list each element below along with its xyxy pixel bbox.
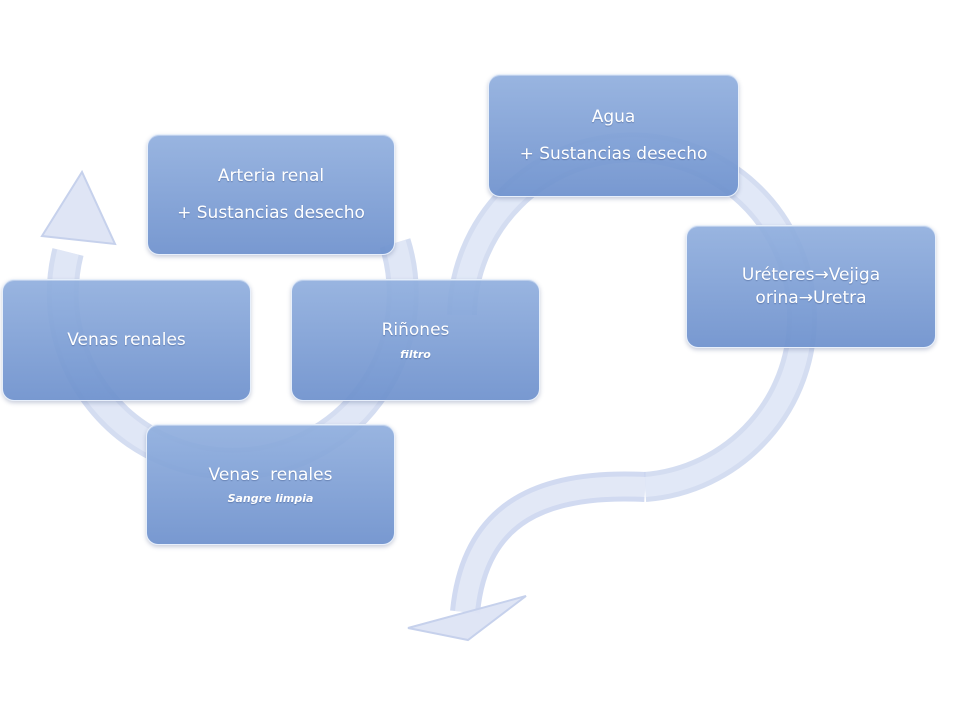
lower-arc-arrow-head [407,595,527,642]
ureteres-line2: orina→Uretra [755,287,866,309]
cycle-arrow-head [40,169,117,246]
node-arteria-renal[interactable]: Arteria renal + Sustancias desecho [147,134,395,255]
node-rinones[interactable]: Riñones filtro [291,279,540,401]
right-arrow-icon: → [798,287,813,308]
uretra-text: Uretra [812,287,867,308]
arteria-line1: Arteria renal [217,166,325,187]
node-venas-renales-limpia[interactable]: Venas renales Sangre limpia [146,424,395,545]
node-agua[interactable]: Agua + Sustancias desecho [488,74,739,197]
ureteres-text: Uréteres [741,265,815,286]
agua-line1: Agua [591,107,636,128]
orina-text: orina [755,287,799,308]
vejiga-text: Vejiga [828,265,881,286]
venas-limpia-subtitle: Sangre limpia [227,492,314,506]
rinones-subtitle: filtro [400,347,431,361]
venas-limpia-title: Venas renales [208,464,333,485]
lower-arc-arrow-inner [455,476,646,614]
right-arc-arrow-inner [452,137,812,497]
venas-left-title: Venas renales [67,329,186,350]
ureteres-line1: Uréteres→Vejiga [742,264,880,286]
node-venas-renales-left[interactable]: Venas renales [2,279,251,401]
arteria-line2: + Sustancias desecho [177,202,365,223]
right-arrow-icon: → [814,265,829,286]
node-ureteres[interactable]: Uréteres→Vejiga orina→Uretra [686,225,936,348]
agua-line2: + Sustancias desecho [519,143,708,164]
rinones-title: Riñones [381,320,450,341]
